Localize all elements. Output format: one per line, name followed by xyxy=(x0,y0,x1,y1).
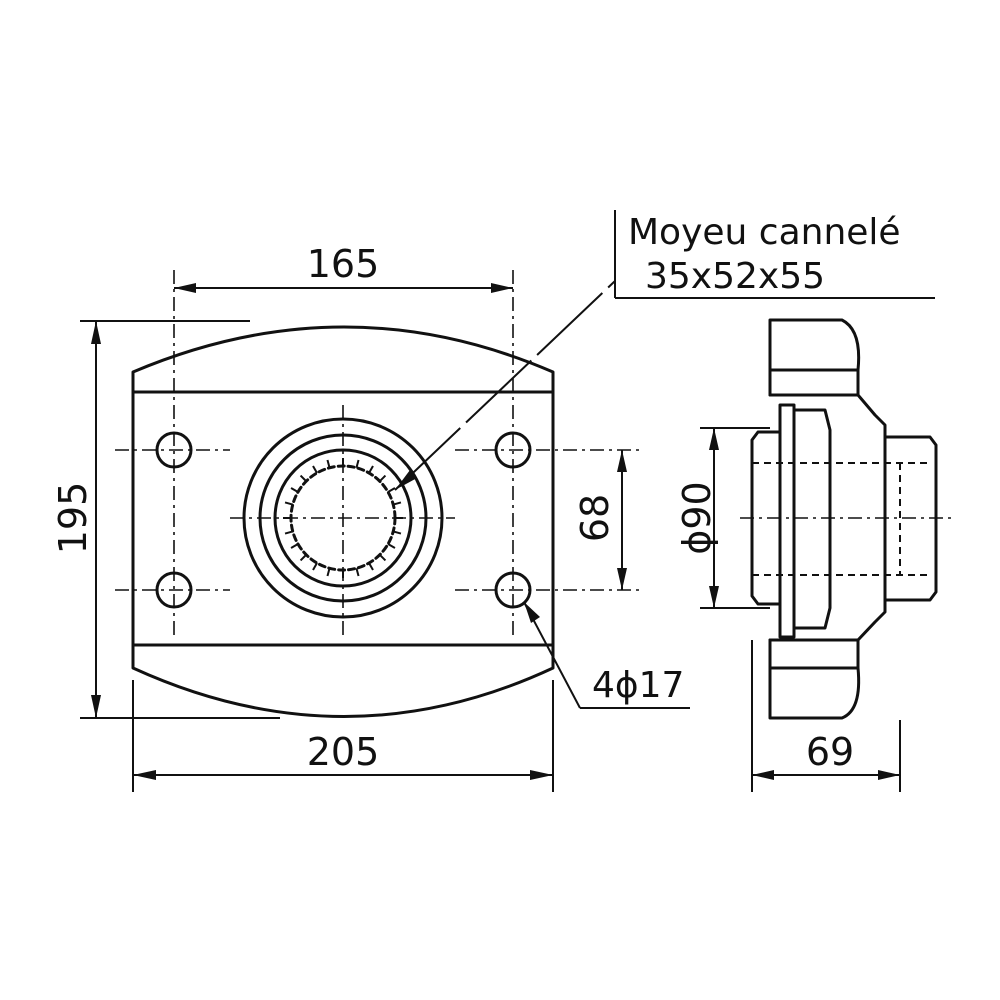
spline-tooth xyxy=(299,554,307,562)
spline-teeth xyxy=(283,458,403,578)
spline-tooth xyxy=(355,567,360,577)
side-view xyxy=(740,318,955,720)
dim-hole-spacing-y: 68 xyxy=(573,494,617,542)
side-bottom-flange xyxy=(768,638,861,720)
spline-tooth xyxy=(299,474,307,482)
dim-side-width: 69 xyxy=(806,730,854,774)
dimension-195: 195 xyxy=(51,320,280,719)
spline-tooth xyxy=(368,465,374,474)
hub-spec-label: 35x52x55 xyxy=(645,256,825,297)
dimension-68: 68 xyxy=(573,450,627,590)
spline-tooth xyxy=(290,543,299,549)
spline-tooth xyxy=(312,562,318,571)
dim-overall-width: 205 xyxy=(307,730,380,774)
spline-tooth xyxy=(326,459,331,469)
spline-tooth xyxy=(392,501,402,506)
spline-tooth xyxy=(387,487,396,493)
spline-tooth xyxy=(355,459,360,469)
spline-tooth xyxy=(312,465,318,474)
dimension-69: 69 xyxy=(751,640,901,792)
side-plate xyxy=(778,403,796,639)
dim-overall-height: 195 xyxy=(51,482,95,555)
spline-tooth xyxy=(290,487,299,493)
dimension-phi90: ϕ90 xyxy=(675,427,770,609)
spline-tooth xyxy=(284,501,294,506)
front-view xyxy=(115,270,640,718)
spline-tooth xyxy=(379,554,387,562)
dim-hub-diameter: ϕ90 xyxy=(675,481,719,554)
leader-hub: Moyeu cannelé 35x52x55 xyxy=(394,210,935,491)
spline-tooth xyxy=(392,530,402,535)
dimension-205: 205 xyxy=(132,680,554,792)
spline-tooth xyxy=(379,474,387,482)
spline-tooth xyxy=(368,562,374,571)
hub-name-label: Moyeu cannelé xyxy=(628,212,901,253)
side-top-flange xyxy=(768,318,861,397)
spline-tooth xyxy=(284,530,294,535)
dimension-165: 165 xyxy=(174,242,513,293)
spline-tooth xyxy=(326,567,331,577)
holes-label: 4ϕ17 xyxy=(592,665,684,706)
center-lines xyxy=(115,270,640,640)
leader-holes: 4ϕ17 xyxy=(523,601,690,709)
dim-hole-spacing-x: 165 xyxy=(307,242,380,286)
spline-tooth xyxy=(387,543,396,549)
